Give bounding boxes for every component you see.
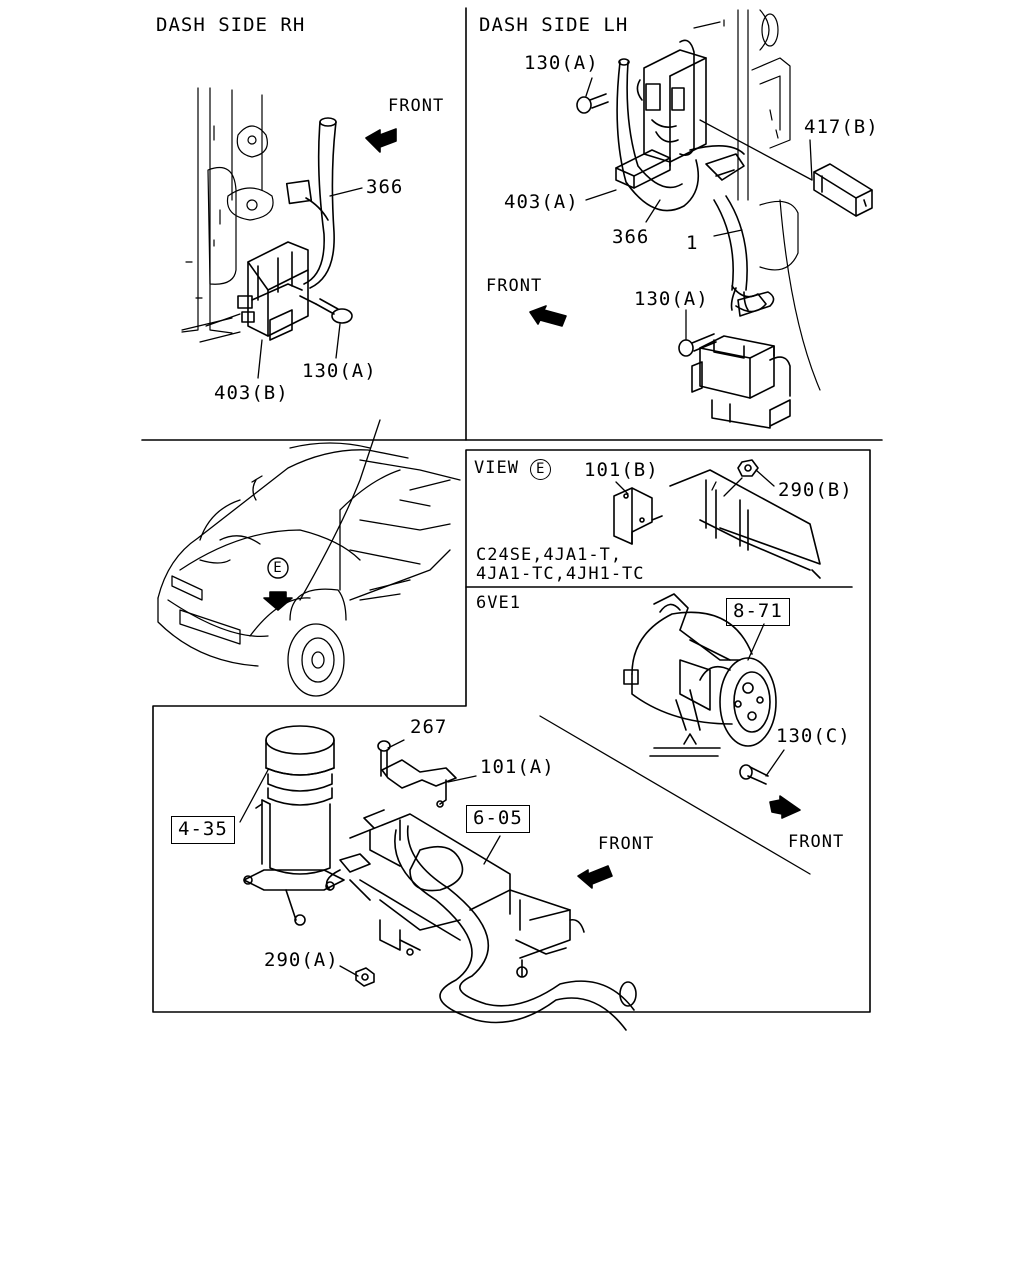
panel-frames — [141, 7, 883, 1013]
sixve1-front-arrow — [769, 795, 801, 819]
view-e-engines-2: 4JA1-TC,4JH1-TC — [476, 564, 645, 584]
view-e-bracket-101b — [613, 487, 663, 545]
view-e-engines-1: C24SE,4JA1-T, — [476, 545, 623, 565]
view-e-callout-290b: 290(B) — [778, 479, 853, 501]
view-e-letter: E — [530, 459, 552, 480]
lh-callout-1: 1 — [686, 232, 699, 254]
vehicle-e-label: E — [273, 560, 283, 576]
nut-290a — [355, 967, 375, 987]
lh-bolt-bottom — [678, 333, 717, 357]
vehicle-illustration — [157, 419, 461, 697]
sixve1-title: 6VE1 — [476, 593, 521, 613]
lower-leaders — [239, 739, 501, 977]
lh-wire-loop — [616, 58, 745, 212]
lh-callout-130a-bottom: 130(A) — [634, 288, 709, 310]
view-e-callout-101b: 101(B) — [584, 459, 659, 481]
lh-leaders — [585, 21, 813, 341]
rh-front-label: FRONT — [388, 96, 445, 116]
lh-module-417b — [813, 163, 873, 217]
lh-body-panel — [723, 9, 821, 391]
rh-body-panel — [181, 87, 274, 343]
view-e-title-text: VIEW — [474, 458, 519, 478]
lower-front-arrow — [577, 865, 613, 889]
view-e-nut-290b — [737, 459, 759, 477]
lh-callout-403a: 403(A) — [504, 191, 579, 213]
lh-harness — [713, 195, 775, 317]
rh-connector-bracket — [237, 241, 309, 341]
lh-callout-366: 366 — [612, 226, 650, 248]
rh-wire — [285, 117, 337, 289]
view-e-title: VIEW E — [474, 458, 552, 480]
view-e-pipe — [669, 469, 821, 579]
lh-title: DASH SIDE LH — [479, 14, 629, 36]
sixve1-leaders — [539, 623, 811, 875]
lh-lower-connectors — [691, 335, 791, 429]
lh-front-label: FRONT — [486, 276, 543, 296]
lh-bolt-top — [576, 93, 609, 114]
rh-callout-366: 366 — [366, 176, 404, 198]
bracket-101a — [381, 759, 457, 808]
sixve1-ref-8-71: 8-71 — [726, 598, 790, 626]
lower-ref-6-05: 6-05 — [466, 805, 530, 833]
sixve1-front-label: FRONT — [788, 832, 845, 852]
lh-connector-403a — [615, 149, 671, 189]
lower-callout-290a: 290(A) — [264, 949, 339, 971]
rh-leaders — [257, 187, 363, 379]
lower-ref-4-35: 4-35 — [171, 816, 235, 844]
compressor — [623, 593, 777, 747]
sixve1-callout-130c: 130(C) — [776, 725, 851, 747]
lh-front-arrow — [529, 305, 567, 327]
rh-front-arrow — [365, 128, 397, 153]
rh-bolt — [299, 295, 353, 324]
lower-front-label: FRONT — [598, 834, 655, 854]
compressor-mount-line — [649, 733, 721, 757]
rh-callout-130a: 130(A) — [302, 360, 377, 382]
view-e-leaders — [615, 469, 775, 497]
canister — [243, 725, 345, 926]
lh-module-bracket — [636, 39, 707, 167]
rh-title: DASH SIDE RH — [156, 14, 306, 36]
rh-callout-403b: 403(B) — [214, 382, 289, 404]
lower-callout-101a: 101(A) — [480, 756, 555, 778]
lower-callout-267: 267 — [410, 716, 448, 738]
lh-callout-417b: 417(B) — [804, 116, 879, 138]
lh-callout-130a-top: 130(A) — [524, 52, 599, 74]
vehicle-e-marker — [263, 557, 293, 611]
bolt-130c — [739, 764, 769, 785]
bolt-267 — [377, 740, 391, 777]
canister-hose — [394, 825, 637, 1031]
